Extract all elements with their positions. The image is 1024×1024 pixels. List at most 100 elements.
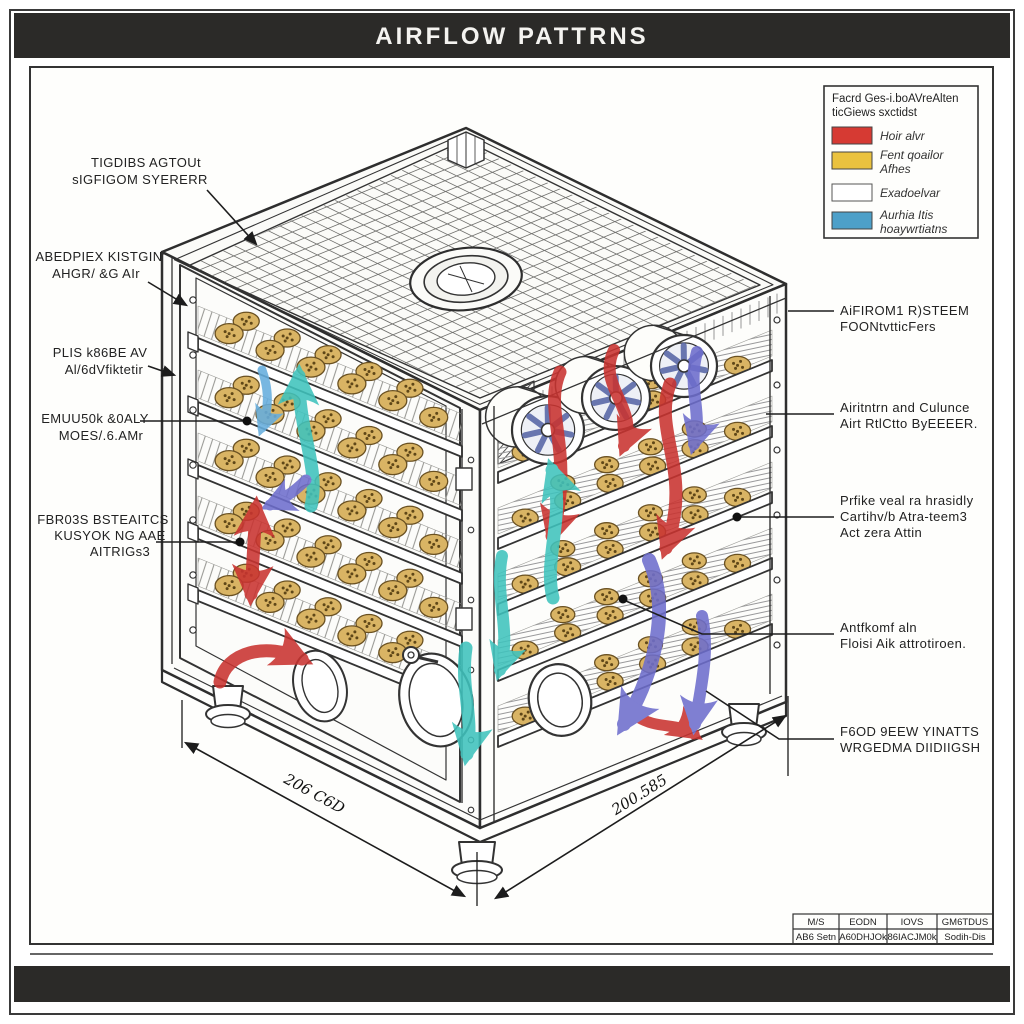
- dimension-line-right: [493, 714, 788, 900]
- legend-item-exhaust-air: Exadoelvar: [831, 183, 941, 202]
- fan-blade: [521, 428, 546, 439]
- callout-labels: TIGDIBS AGTOUt sIGFIGOM SYERERR ABEDPIEX…: [35, 155, 980, 755]
- screw-icon: [189, 296, 197, 304]
- callout-left-5: FBR03S BSTEAITCS: [37, 512, 168, 527]
- screw-icon: [467, 456, 475, 464]
- leader-left-2: [147, 281, 189, 307]
- svg-text:Aurhia Itis: Aurhia Itis: [879, 208, 933, 222]
- svg-text:Floisi Aik attrotiroen.: Floisi Aik attrotiroen.: [840, 636, 966, 651]
- fan-blade: [603, 399, 617, 421]
- screw-icon: [467, 526, 475, 534]
- hot-air-arrow-door-vertical: [231, 495, 276, 607]
- svg-text:hoaywrtiatns: hoaywrtiatns: [880, 222, 947, 236]
- leader-dot: [242, 416, 252, 426]
- svg-text:Airt RtlCtto ByEEEER.: Airt RtlCtto ByEEEER.: [840, 416, 978, 431]
- moist-air-arrow-down: [679, 610, 718, 736]
- svg-text:Al/6dVfiktetir: Al/6dVfiktetir: [65, 362, 144, 377]
- svg-text:AHGR/ &G AIr: AHGR/ &G AIr: [52, 266, 140, 281]
- title-band: [14, 13, 1010, 58]
- duct-left-small-icon: [292, 649, 348, 723]
- screw-icon: [773, 641, 781, 649]
- dimensions: [181, 696, 789, 906]
- legend-item-moist-air: Aurhia Itis hoaywrtiatns: [831, 208, 947, 236]
- svg-text:sIGFIGOM SYERERR: sIGFIGOM SYERERR: [72, 172, 208, 187]
- svg-text:Afhes: Afhes: [879, 162, 911, 176]
- screw-icon: [189, 516, 197, 524]
- top-face-rim: [173, 132, 774, 405]
- outer-border: [9, 9, 1015, 1015]
- svg-text:WRGEDMA DIIDIIGSH: WRGEDMA DIIDIIGSH: [840, 740, 980, 755]
- fan-blade: [659, 364, 682, 374]
- shelf: [497, 461, 773, 616]
- screw-icon: [189, 571, 197, 579]
- legend-item-hot-air: Hoir alvr: [831, 126, 926, 145]
- screw-icon: [467, 596, 475, 604]
- screw-icon: [773, 381, 781, 389]
- cool-air-arrow-door-up: [277, 363, 320, 513]
- airflow-arrows: [213, 344, 720, 767]
- svg-text:Act zera Attin: Act zera Attin: [840, 525, 922, 540]
- page-title: AIRFLOW PATTRNS: [375, 23, 648, 50]
- foot: [205, 685, 251, 729]
- leader-dot: [235, 537, 245, 547]
- leader-dot: [618, 594, 628, 604]
- bottom-band: [14, 966, 1010, 1002]
- top-vent-icon: [409, 246, 523, 312]
- table-cell: AB6 Setn: [796, 932, 836, 943]
- svg-text:FOONtvtticFers: FOONtvtticFers: [840, 319, 936, 334]
- table-header: M/S: [808, 917, 825, 928]
- moist-air-arrow-curve: [617, 553, 666, 736]
- screw-icon: [189, 406, 197, 414]
- door-hinge-upper: [455, 467, 473, 491]
- table-header: IOVS: [901, 917, 924, 928]
- svg-text:Exadoelvar: Exadoelvar: [880, 186, 941, 200]
- legend-swatch-moist-air: [831, 211, 873, 230]
- leader-left-3: [147, 365, 177, 377]
- svg-text:Cartihv/b Atra-teem3: Cartihv/b Atra-teem3: [840, 509, 967, 524]
- legend-title-line1: Facrd Ges-i.boAVreAlten: [832, 93, 959, 105]
- leader-right-4: [625, 600, 834, 635]
- callout-left-3: PLIS k86BE AV: [53, 345, 148, 360]
- tray-bracket: [187, 583, 199, 605]
- table-cell: Sodih-Dis: [944, 932, 985, 943]
- callout-left-2: ABEDPIEX KISTGIN: [35, 249, 162, 264]
- fan-blade: [591, 396, 614, 406]
- cool-air-arrow-down-1: [489, 550, 527, 682]
- legend-swatch-hot-air: [831, 126, 873, 145]
- right-top-rail: [481, 297, 787, 425]
- screw-icon: [189, 461, 197, 469]
- moist-air-arrow-fan: [682, 346, 720, 456]
- door-knob: [402, 646, 439, 664]
- fan-blade: [535, 431, 549, 454]
- hot-air-arrow-intake-curve: [213, 627, 314, 689]
- tray-bracket: [187, 521, 199, 543]
- cool-air-arrow-up: [541, 458, 581, 605]
- screw-icon: [773, 576, 781, 584]
- screw-icon: [189, 626, 197, 634]
- dimension-line-left: [183, 741, 467, 898]
- callout-right-2: Airitntrn and Culunce: [840, 400, 970, 415]
- screw-icon: [467, 806, 475, 814]
- svg-text:Fent qoailor: Fent qoailor: [880, 148, 944, 162]
- legend-title-line2: ticGiews sxctidst: [832, 107, 918, 119]
- table-cell: A60DHJOk: [839, 932, 887, 943]
- callout-right-1: AiFIROM1 R)STEEM: [840, 303, 969, 318]
- screw-icon: [189, 351, 197, 359]
- screw-icon: [773, 316, 781, 324]
- table-header: GM6TDUS: [942, 917, 988, 928]
- fan-blade: [526, 413, 547, 430]
- leader-left-1: [206, 189, 258, 246]
- legend-swatch-exhaust-air: [831, 183, 873, 202]
- callout-left-4: EMUU50k &0ALY: [41, 411, 149, 426]
- tray-bracket: [187, 331, 199, 353]
- left-trays: [187, 305, 463, 710]
- callout-right-3: Prfike veal ra hrasidly: [840, 493, 974, 508]
- table-header: EODN: [849, 917, 877, 928]
- hot-air-arrow-3: [656, 377, 696, 560]
- top-mesh-frame: [187, 139, 761, 399]
- callout-right-4: Antfkomf aln: [840, 620, 917, 635]
- svg-text:AITRIGs3: AITRIGs3: [90, 544, 150, 559]
- fan-blade: [663, 350, 683, 366]
